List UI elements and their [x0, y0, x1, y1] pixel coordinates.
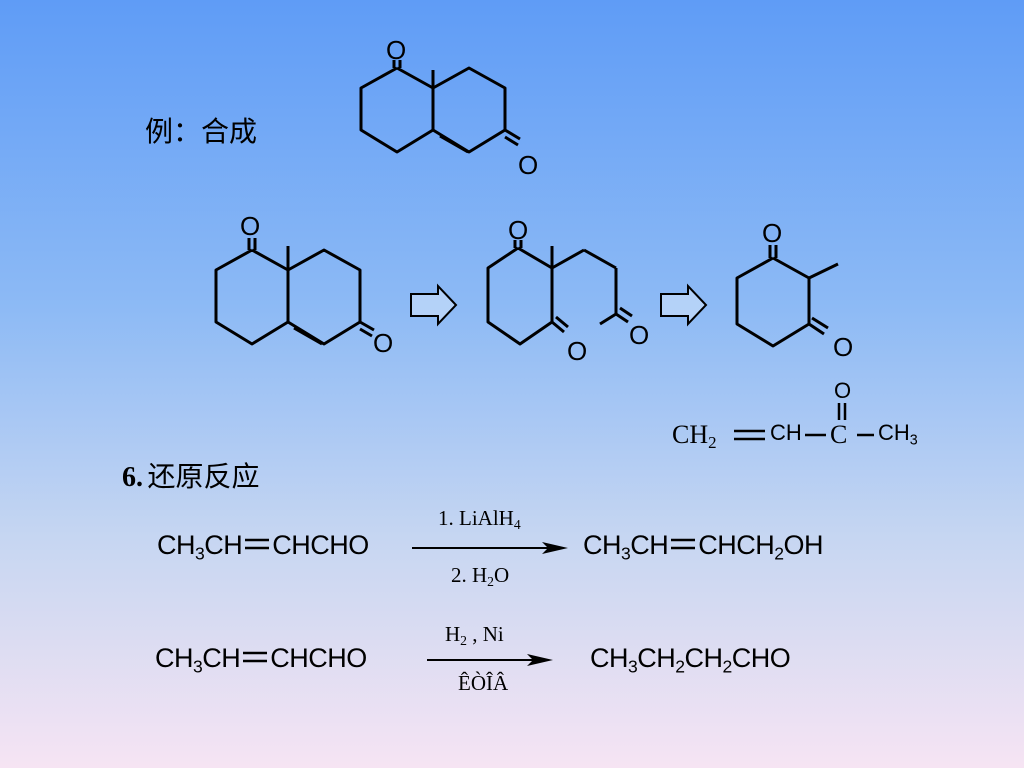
r1-cond-bottom-sub: 2: [487, 574, 494, 590]
step3-oxygen-top: O: [762, 218, 782, 248]
mvk-carbonyl-oxygen: O: [834, 378, 852, 403]
section-heading: 6. 还原反应: [122, 455, 259, 495]
r2-product-sub2-a: 2: [675, 656, 685, 677]
r1-cond-bottom-text: 2. H: [451, 563, 488, 587]
r1-product-oh: OH: [783, 530, 824, 560]
r1-cond-bottom-end: O: [494, 563, 510, 587]
r2-product-sub3: 3: [628, 656, 638, 677]
r1-product-sub3: 3: [621, 543, 631, 564]
mvk-single-bond: [805, 433, 826, 437]
r2-product-sub2-b: 2: [722, 656, 733, 677]
r2-product-ch2-a: CH: [637, 643, 676, 673]
retro-molecule-2: O O O: [486, 215, 649, 366]
r1-product-ch3: CH: [583, 530, 622, 560]
reaction1-reactant: CH3CH CHCHO: [157, 530, 369, 564]
mvk-ch3-sub: 3: [909, 432, 918, 449]
reaction1-condition-top: 1. LiAlH4: [438, 506, 521, 531]
mvk-carbonyl-carbon: C: [830, 420, 848, 449]
mvk-ch3: CH: [878, 420, 910, 445]
target-molecule: O O: [359, 35, 538, 180]
step1-oxygen-top: O: [240, 211, 260, 241]
r1-reactant-sub3: 3: [195, 543, 205, 564]
r2-reactant-double-bond: [240, 647, 270, 667]
r1-product-ch: CH: [630, 530, 669, 560]
r1-cond-top-sub: 4: [513, 517, 521, 533]
r2-cond-top-end: , Ni: [467, 622, 504, 646]
reaction2-condition-bottom: ÊÒÎÂ: [458, 671, 509, 695]
mvk-ch2-sub: 2: [708, 433, 717, 453]
target-oxygen-right: O: [518, 150, 538, 180]
r1-cond-top-text: 1. LiAlH: [438, 506, 514, 530]
reaction2-arrow-icon: [427, 654, 553, 666]
target-oxygen-top: O: [386, 35, 406, 65]
mvk-ch2: CH: [672, 420, 709, 449]
step1-oxygen-right: O: [373, 328, 393, 358]
r2-cond-top-sub: 2: [460, 633, 467, 649]
r1-reactant-chcho: CHCHO: [272, 530, 369, 560]
retro-molecule-3: O O: [735, 218, 853, 362]
r2-reactant-sub3: 3: [193, 656, 203, 677]
r2-product-ch3: CH: [590, 643, 629, 673]
retro-molecule-1: O O: [214, 211, 393, 358]
reaction1-arrow-icon: [412, 542, 568, 554]
step3-oxygen-bottom: O: [833, 332, 853, 362]
section-title: 还原反应: [147, 460, 260, 493]
r2-cond-top-text: H: [445, 622, 461, 646]
r1-reactant-double-bond: [242, 534, 272, 554]
step2-oxygen-right: O: [629, 320, 649, 350]
reaction2-reactant: CH3CH CHCHO: [155, 643, 367, 677]
retro-arrow-1-icon: [410, 283, 458, 327]
r2-reactant-chcho: CHCHO: [270, 643, 367, 673]
r2-product-ch2-b: CH: [684, 643, 724, 673]
r2-product-cho: CHO: [731, 643, 791, 673]
r1-reactant-ch3: CH: [157, 530, 196, 560]
r1-product-double-bond: [668, 534, 698, 554]
reaction1-condition-bottom: 2. H2O: [451, 563, 509, 588]
r1-product-sub2: 2: [774, 543, 784, 564]
reaction2-product: CH3CH2CH2CHO: [590, 643, 791, 677]
mvk-double-bond: [734, 429, 765, 441]
step2-oxygen-top: O: [508, 215, 528, 245]
retro-arrow-2-icon: [660, 283, 708, 327]
mvk-carbonyl-double-bond: [837, 403, 847, 420]
step2-oxygen-bottom: O: [567, 336, 587, 366]
mvk-single-bond-2: [857, 433, 874, 437]
r1-product-chch: CHCH: [698, 530, 775, 560]
r1-reactant-ch: CH: [204, 530, 243, 560]
r2-reactant-ch: CH: [202, 643, 241, 673]
reaction2-condition-top: H2 , Ni: [445, 622, 504, 647]
section-number: 6.: [122, 462, 143, 493]
r2-reactant-ch3: CH: [155, 643, 194, 673]
example-label: 例：合成: [145, 115, 258, 148]
mvk-formula: CH2 CH C O CH3: [672, 378, 952, 458]
mvk-ch: CH: [770, 420, 802, 445]
